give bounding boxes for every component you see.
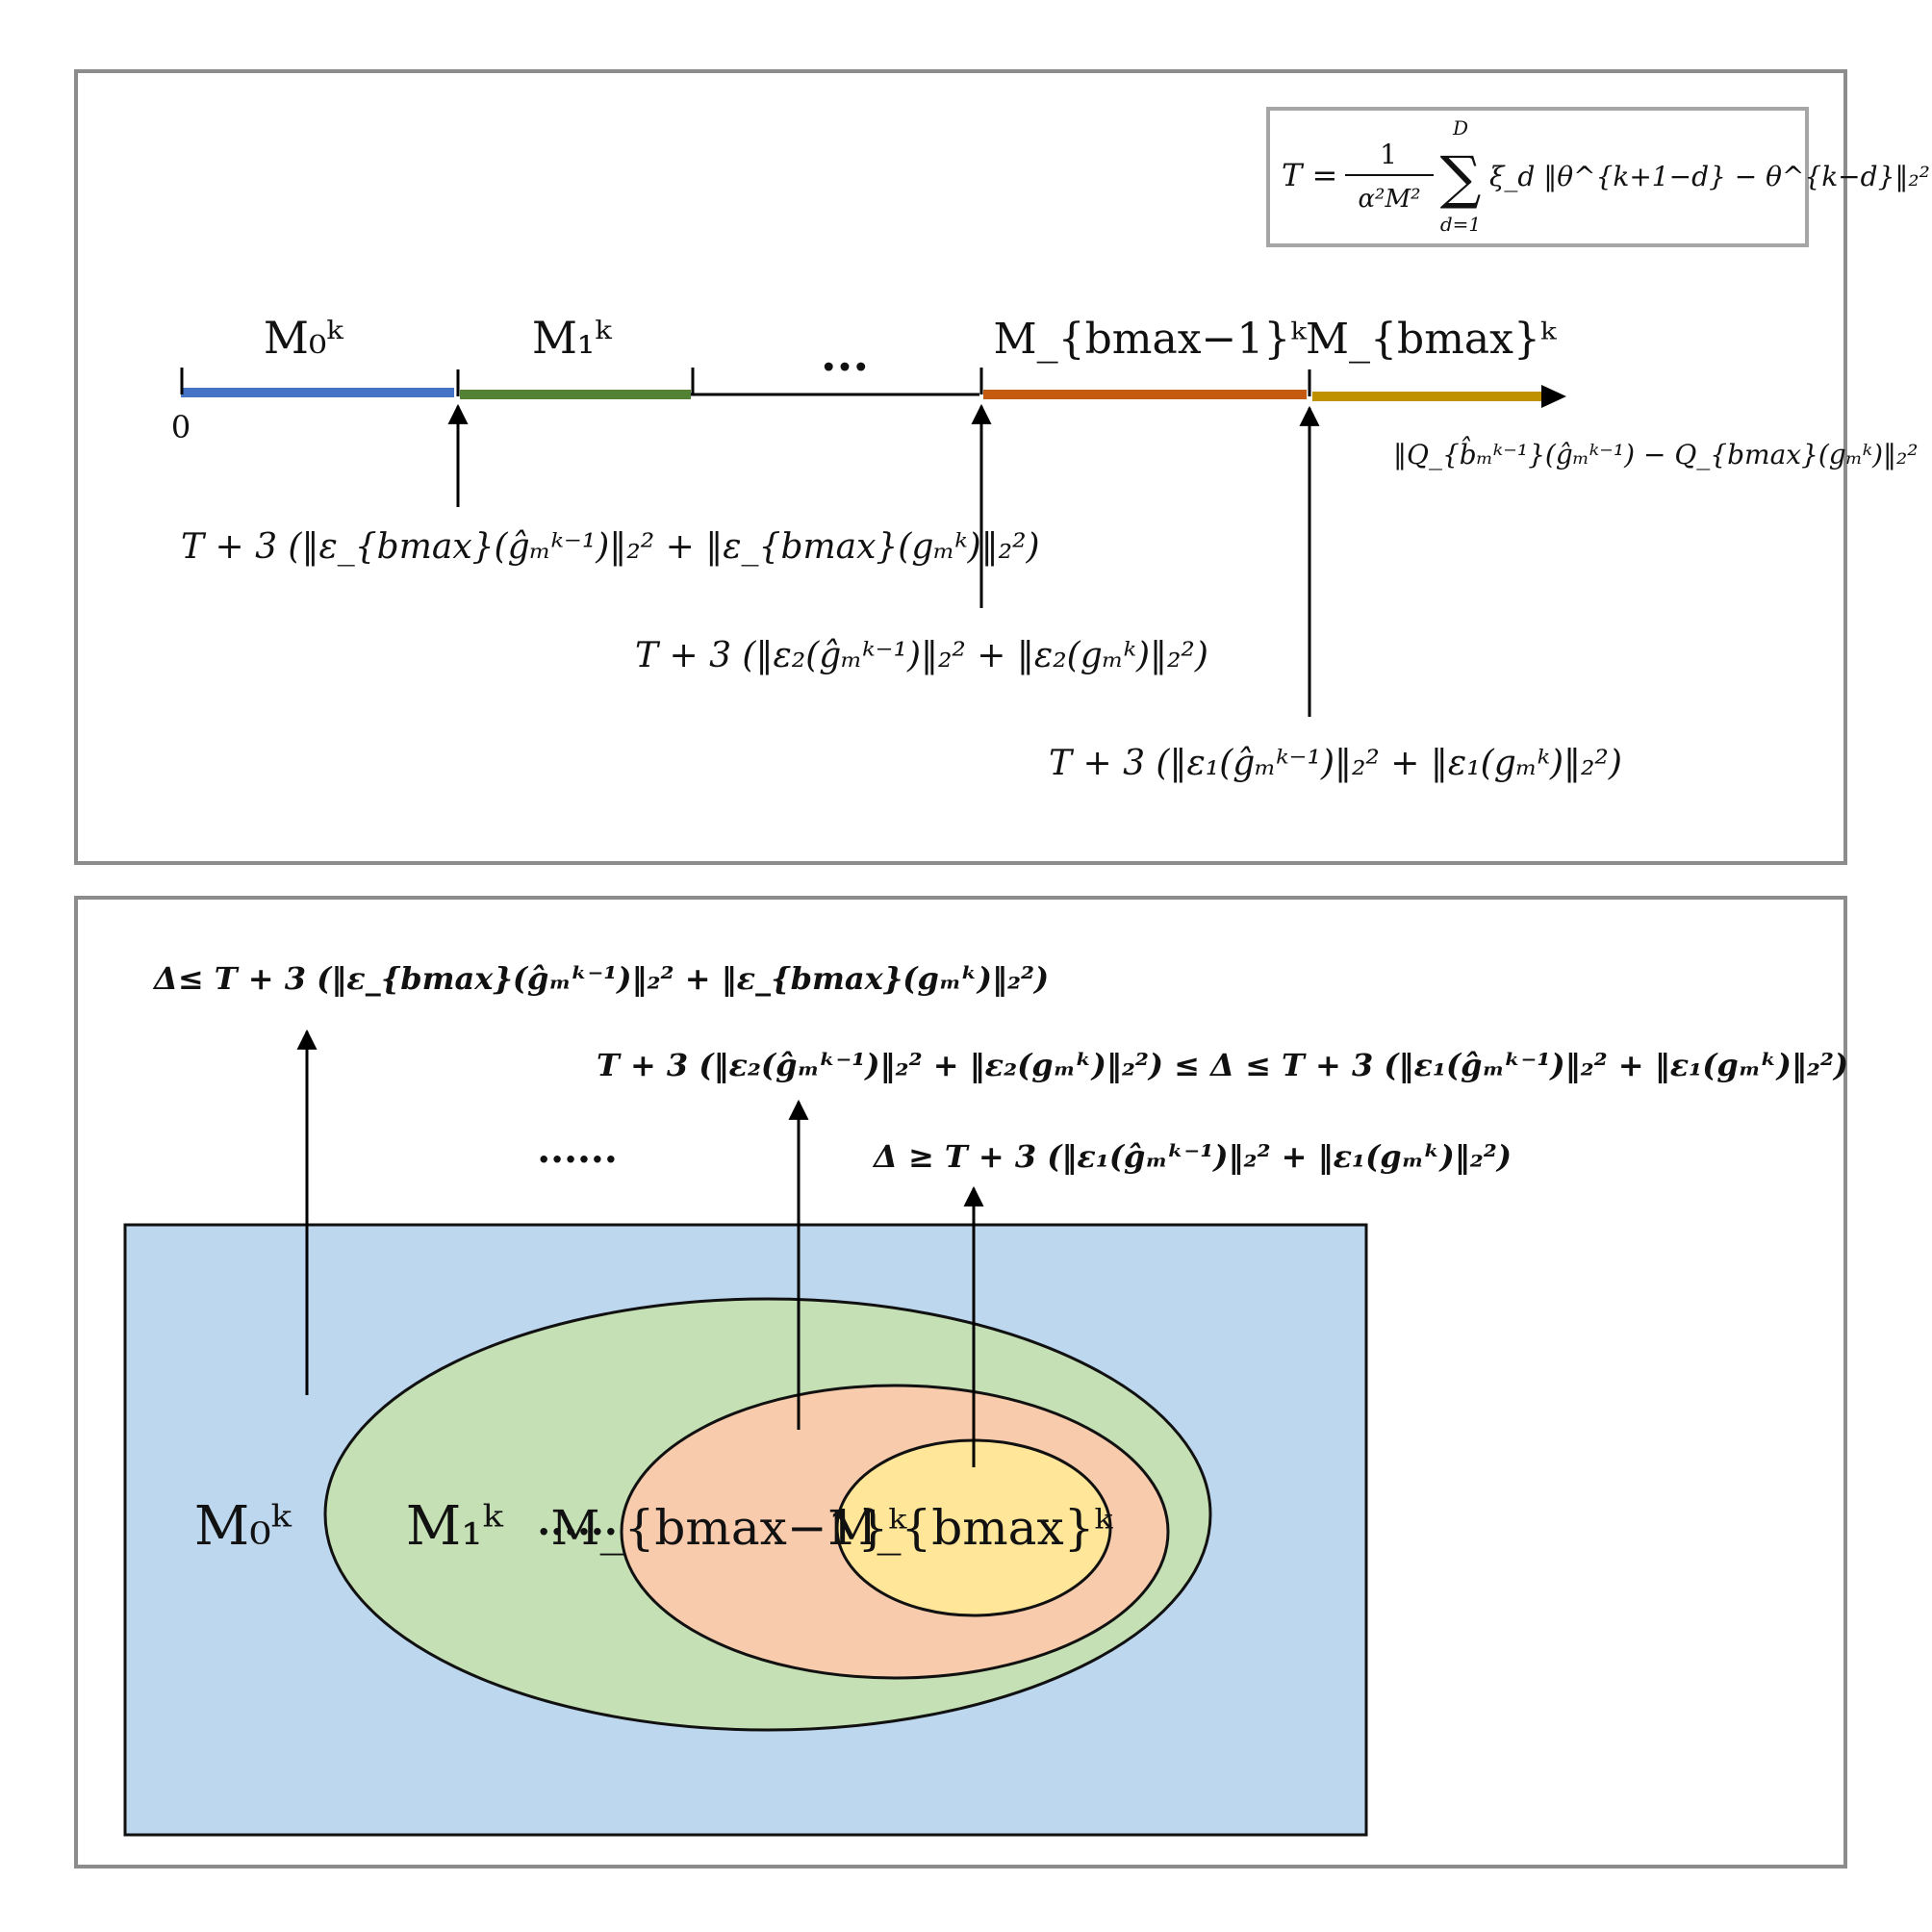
formula-sum-lower: d=1 xyxy=(1440,213,1481,236)
formula-frac-den: α²M² xyxy=(1358,185,1420,214)
segment-label-m0: M₀ᵏ xyxy=(264,312,344,364)
condition-mbmax: Δ ≥ T + 3 (‖ε₁(ĝₘᵏ⁻¹)‖₂² + ‖ε₁(gₘᵏ)‖₂²) xyxy=(872,1138,1512,1175)
threshold-label-2: T + 3 (‖ε₂(ĝₘᵏ⁻¹)‖₂² + ‖ε₂(gₘᵏ)‖₂²) xyxy=(635,636,1208,675)
formula-box: T = 1 α²M² D ∑ d=1 ξ_d ‖θ^{k+1−d} − θ^{k… xyxy=(1266,107,1930,247)
formula-sum-symbol: ∑ xyxy=(1440,144,1482,212)
region-label-m0: M₀ᵏ xyxy=(194,1495,292,1558)
condition-mbmax-1: T + 3 (‖ε₂(ĝₘᵏ⁻¹)‖₂² + ‖ε₂(gₘᵏ)‖₂²) ≤ Δ … xyxy=(597,1047,1848,1083)
threshold-label-bmax: T + 3 (‖ε_{bmax}(ĝₘᵏ⁻¹)‖₂² + ‖ε_{bmax}(g… xyxy=(181,527,1040,567)
venn-diagram: M₀ᵏ M₁ᵏ ...... M_{bmax−1}ᵏ M_{bmax}ᵏ Δ≤ … xyxy=(123,960,1848,1837)
formula-body: ξ_d ‖θ^{k+1−d} − θ^{k−d}‖₂² xyxy=(1489,161,1930,192)
timeline-ellipsis: ... xyxy=(821,328,869,382)
segment-label-mbmax-1: M_{bmax−1}ᵏ xyxy=(994,315,1308,364)
origin-label: 0 xyxy=(171,409,191,445)
region-label-mbmax: M_{bmax}ᵏ xyxy=(827,1500,1113,1556)
formula-sum-upper: D xyxy=(1452,116,1468,140)
segment-label-m1: M₁ᵏ xyxy=(532,312,613,364)
formula-frame xyxy=(1266,107,1809,247)
formula-lhs: T = xyxy=(1282,157,1337,193)
region-label-m1: M₁ᵏ xyxy=(406,1495,504,1558)
formula-frac-num: 1 xyxy=(1380,139,1397,170)
region-label-mbmax-1: M_{bmax−1}ᵏ xyxy=(550,1500,907,1556)
threshold-label-1: T + 3 (‖ε₁(ĝₘᵏ⁻¹)‖₂² + ‖ε₁(gₘᵏ)‖₂²) xyxy=(1049,744,1622,783)
venn-dots-mid: ...... xyxy=(537,1499,618,1544)
venn-dots-top: ...... xyxy=(537,1127,618,1172)
timeline: 0 ... M₀ᵏ M₁ᵏ M_{bmax−1}ᵏ M_{bmax}ᵏ ‖Q_{… xyxy=(171,312,1919,783)
condition-m0: Δ≤ T + 3 (‖ε_{bmax}(ĝₘᵏ⁻¹)‖₂² + ‖ε_{bmax… xyxy=(152,960,1049,997)
tail-label: ‖Q_{b̂ₘᵏ⁻¹}(ĝₘᵏ⁻¹) − Q_{bmax}(gₘᵏ)‖₂² xyxy=(1393,437,1918,470)
timeline-arrowhead xyxy=(1541,385,1566,408)
segment-label-mbmax: M_{bmax}ᵏ xyxy=(1306,315,1557,364)
